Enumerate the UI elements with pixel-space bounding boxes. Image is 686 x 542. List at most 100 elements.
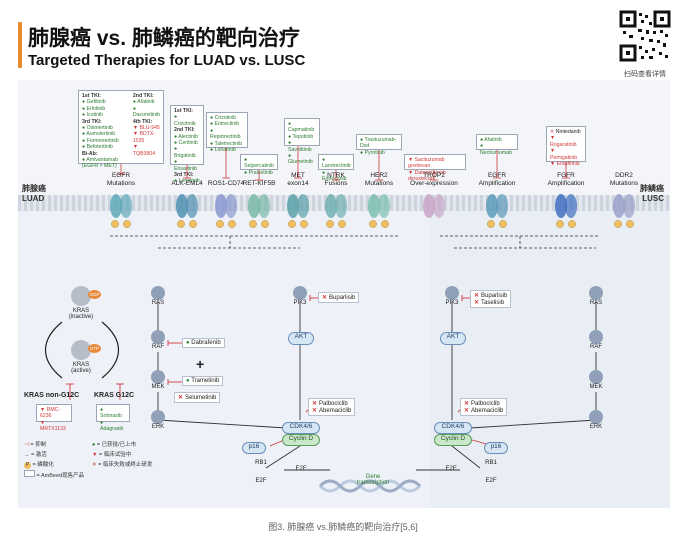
gtp-badge: GTP xyxy=(88,344,101,353)
egfr-drug-box: 1st TKI: ● Gefitinib● Erlotinib● Icotini… xyxy=(78,90,164,169)
rb1-node-lusc: RB1 xyxy=(485,460,497,466)
drug-item: ● Amivantamab (EGFR × MET) xyxy=(82,157,119,170)
cdk46-node-lusc: CDK4/6 xyxy=(434,422,472,434)
drug-item: ● Crizotinib xyxy=(174,114,196,127)
drug-item: ● Erlotinib xyxy=(82,105,106,112)
e2f-free-lusc: E2F xyxy=(445,466,457,472)
drug-item: ● Tepotinib xyxy=(288,133,314,140)
ras-node-lusc: RAS xyxy=(580,286,612,306)
kras-g12c-title: KRAS G12C xyxy=(94,392,135,399)
drug-item: ● Crizotinib xyxy=(210,115,237,121)
ros1-drug-box: ● Crizotinib● Entrectinib● Repotrectinib… xyxy=(206,112,248,153)
drug-item: ▼ BDTX-1535 xyxy=(132,131,156,144)
e2f-node-lusc: E2F xyxy=(485,478,497,484)
legend-phospho: P = 磷酸化 xyxy=(24,462,54,469)
e2f-free-luad: E2F xyxy=(295,466,307,472)
selumetinib-box: ✕Selumetinib xyxy=(174,392,221,403)
phospho-icon xyxy=(111,220,119,228)
drug-item: ▼ Datopotamab deruxtecan xyxy=(408,169,446,183)
drug-item: ● Larotrectinib xyxy=(322,157,351,170)
receptor-icon xyxy=(368,194,390,228)
receptor-icon xyxy=(613,194,635,228)
drug-item: ● Afatinib xyxy=(480,137,502,143)
cyclin-d-node-luad: Cyclin D xyxy=(282,434,320,446)
page-title-cn: 肺腺癌 vs. 肺鳞癌的靶向治疗 xyxy=(28,27,300,50)
p16-node-lusc: p16 xyxy=(484,442,508,454)
receptor-icon xyxy=(486,194,508,228)
legend-inhibit: ⊣ = 抑制 xyxy=(24,442,47,448)
drug-item: ▼ MRTX1133 xyxy=(40,419,66,433)
drug-item: ▼ RMC-6236 xyxy=(40,407,61,420)
receptor-icon xyxy=(176,194,198,228)
raf-node-luad: RAF xyxy=(142,330,174,350)
drug-item: ● Furmonertinib xyxy=(82,137,119,144)
receptor-label: TROP2 Over-expression xyxy=(410,172,458,187)
phospho-icon xyxy=(249,220,257,228)
mek-node-lusc: MEK xyxy=(580,370,612,390)
legend-right: ● = 已获批/已上市 ▼ = 临床试验中 ✕ = 临床失败或终止研发 xyxy=(92,440,152,470)
ntrk-drug-box: ● Larotrectinib● Entrectinib xyxy=(318,154,354,182)
drug-item: ● Afatinib xyxy=(132,99,155,106)
drug-item: ● Necitumumab xyxy=(480,143,513,156)
phospho-icon xyxy=(499,220,507,228)
kras-non-g12c-title: KRAS non-G12C xyxy=(24,392,80,399)
qr-caption: 扫码查看详情 xyxy=(624,71,666,78)
drug-item: ● Befotertinib xyxy=(82,144,113,151)
drug-item: ● Brigatinib xyxy=(174,146,196,159)
legend-approved: ● = 已获批/已上市 xyxy=(92,442,137,448)
receptor-icon xyxy=(215,194,237,228)
receptor-icon xyxy=(248,194,270,228)
gene-transcription-label: Gene transcription xyxy=(356,474,390,486)
mek-node-luad: MEK xyxy=(142,370,174,390)
phospho-icon xyxy=(123,220,131,228)
trop2-drug-box: ▼ Sacituzumab govitecan▼ Datopotamab der… xyxy=(404,154,466,182)
raf-node-lusc: RAF xyxy=(580,330,612,350)
drug-item: ● Capmatinib xyxy=(288,121,315,134)
buparlisib-luad: ✕Buparlisib xyxy=(318,292,360,303)
drug-item: ● Pyrotinib xyxy=(360,149,385,156)
drug-item: ● Lorlatinib xyxy=(210,147,236,154)
title-accent-bar xyxy=(18,22,22,68)
phospho-icon xyxy=(261,220,269,228)
phospho-icon xyxy=(487,220,495,228)
drug-item: ● Ensartinib xyxy=(174,159,198,172)
drug-item: ● Sotorasib xyxy=(100,407,122,420)
drug-item: ● Lorlatinib xyxy=(174,178,200,185)
drug-item: ● Pralsetinib xyxy=(244,169,273,176)
combination-plus: + xyxy=(196,356,205,372)
drug-item: ▼ Rogaratinib xyxy=(550,135,577,148)
rb1-node-luad: RB1 xyxy=(255,460,267,466)
phospho-icon xyxy=(369,220,377,228)
legend-left: ⊣ = 抑制 → = 激活 P = 磷酸化 = AmBeed现售产品 xyxy=(24,440,84,481)
pi3k-inhibitors-lusc: ✕Buparlisib ✕Taselisib xyxy=(470,290,512,308)
drug-item: ● Osimertinib xyxy=(82,125,113,132)
kras-g12c-box: ● Sotorasib● Adagrasib xyxy=(96,404,130,432)
erk-node-lusc: ERK xyxy=(580,410,612,430)
receptor-icon xyxy=(110,194,132,228)
erk-node-luad: ERK xyxy=(142,410,174,430)
cyclin-d-node-lusc: Cyclin D xyxy=(434,434,472,446)
drug-item: ▼ BLU-945 xyxy=(132,125,160,132)
legend-clinical: ▼ = 临床试验中 xyxy=(92,452,132,458)
e2f-node-luad: E2F xyxy=(255,478,267,484)
drug-item: ● Dacomitinib xyxy=(132,105,160,119)
receptor-label: RET-KIF5B xyxy=(242,180,276,187)
her2-drug-box: ● Trastuzumab-Dxd● Pyrotinib xyxy=(356,134,402,156)
trametinib-box: ● Trametinib xyxy=(182,376,224,386)
receptor-label: DDR2 Mutations xyxy=(609,172,639,187)
phospho-icon xyxy=(568,220,576,228)
phospho-icon xyxy=(626,220,634,228)
alk-drug-box: 1st TKI:● Crizotinib 2nd TKI:● Alectinib… xyxy=(170,105,204,184)
qr-code-icon[interactable] xyxy=(619,10,671,62)
drug-item: ● Aumolertinib xyxy=(82,131,116,138)
drug-item: ▼ Erdafitinib xyxy=(550,161,580,168)
drug-item: ● Alectinib xyxy=(174,133,198,140)
ras-node-luad: RAS xyxy=(142,286,174,306)
drug-item: ● Repotrectinib xyxy=(210,127,241,141)
drug-item: ● Ceritinib xyxy=(174,140,198,147)
receptor-label: NTRK Fusions xyxy=(324,172,348,187)
phospho-icon xyxy=(228,220,236,228)
egfr-amp-drug-box: ● Afatinib● Necitumumab xyxy=(476,134,518,156)
receptor-icon xyxy=(555,194,577,228)
